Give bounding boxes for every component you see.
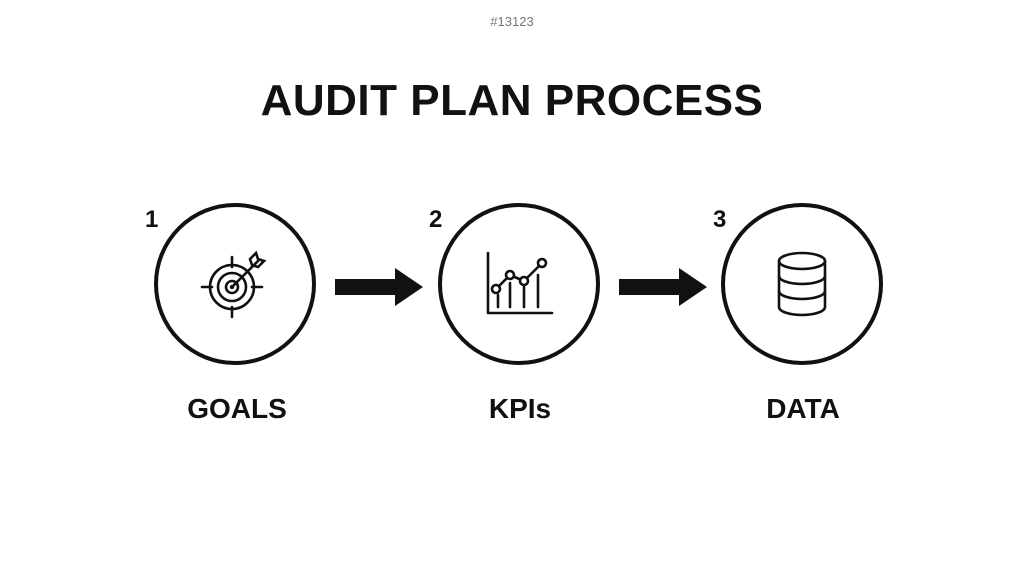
reference-id: #13123 xyxy=(490,14,534,29)
step-circle xyxy=(721,203,883,365)
database-icon xyxy=(777,251,827,317)
step-circle xyxy=(438,203,600,365)
step-number: 2 xyxy=(429,206,443,233)
target-icon xyxy=(200,250,267,319)
step-label: DATA xyxy=(766,393,840,424)
arrow-right-icon xyxy=(335,268,423,306)
line-chart-icon xyxy=(486,251,554,315)
step-circle xyxy=(154,203,316,365)
arrow-right-icon xyxy=(619,268,707,306)
step-label: KPIs xyxy=(488,393,552,424)
step-label: GOALS xyxy=(187,393,287,424)
step-number: 3 xyxy=(713,206,727,233)
step-number: 1 xyxy=(145,206,159,233)
page-title: AUDIT PLAN PROCESS xyxy=(260,76,764,125)
